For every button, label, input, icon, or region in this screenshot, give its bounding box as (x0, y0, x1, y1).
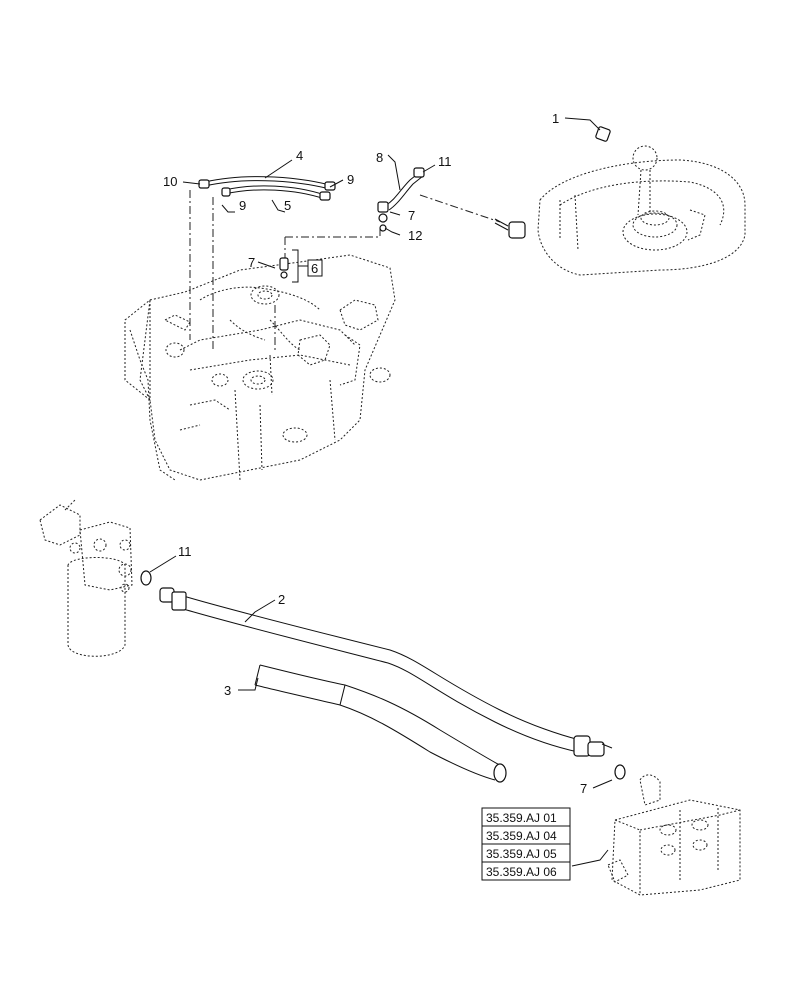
callout-5: 5 (284, 198, 291, 213)
hose-4-5-pair (198, 176, 336, 201)
hydraulic-filter (39, 499, 133, 657)
callout-11-top: 11 (438, 154, 452, 169)
o-ring-11 (140, 570, 152, 586)
fitting-group-6 (279, 249, 308, 283)
callout-3: 3 (224, 683, 231, 698)
callout-6-box (307, 259, 323, 277)
hose-8 (377, 167, 425, 232)
reference-table: 35.359.AJ 01 35.359.AJ 04 35.359.AJ 05 3… (481, 807, 571, 881)
callout-labels: 1 2 3 4 5 7 7 7 8 9 9 10 11 11 12 (163, 111, 587, 796)
callout-2: 2 (278, 592, 285, 607)
reference-35-359-aj-04[interactable]: 35.359.AJ 04 (486, 829, 557, 843)
reference-35-359-aj-05[interactable]: 35.359.AJ 05 (486, 847, 557, 861)
sleeve-3 (254, 664, 507, 783)
reference-35-359-aj-06[interactable]: 35.359.AJ 06 (486, 865, 557, 879)
callout-9-left: 9 (239, 198, 246, 213)
o-ring-7-bottom (614, 764, 626, 780)
callout-4: 4 (296, 148, 303, 163)
control-valve (607, 774, 741, 896)
assembly-guide-lines (189, 190, 501, 350)
callout-10: 10 (163, 174, 177, 189)
tractor-frame-outline (124, 254, 396, 481)
callout-1: 1 (552, 111, 559, 126)
callout-7-bottom: 7 (580, 781, 587, 796)
callout-12: 12 (408, 228, 422, 243)
callout-6-text: 6 (311, 261, 318, 276)
hose-2 (159, 587, 613, 757)
steering-console (494, 126, 746, 276)
callout-8: 8 (376, 150, 383, 165)
callout-7-top: 7 (248, 255, 255, 270)
callout-7-hose8: 7 (408, 208, 415, 223)
callout-11-bottom: 11 (178, 544, 192, 559)
leader-lines (149, 117, 613, 867)
reference-35-359-aj-01[interactable]: 35.359.AJ 01 (486, 811, 557, 825)
callout-9-right: 9 (347, 172, 354, 187)
